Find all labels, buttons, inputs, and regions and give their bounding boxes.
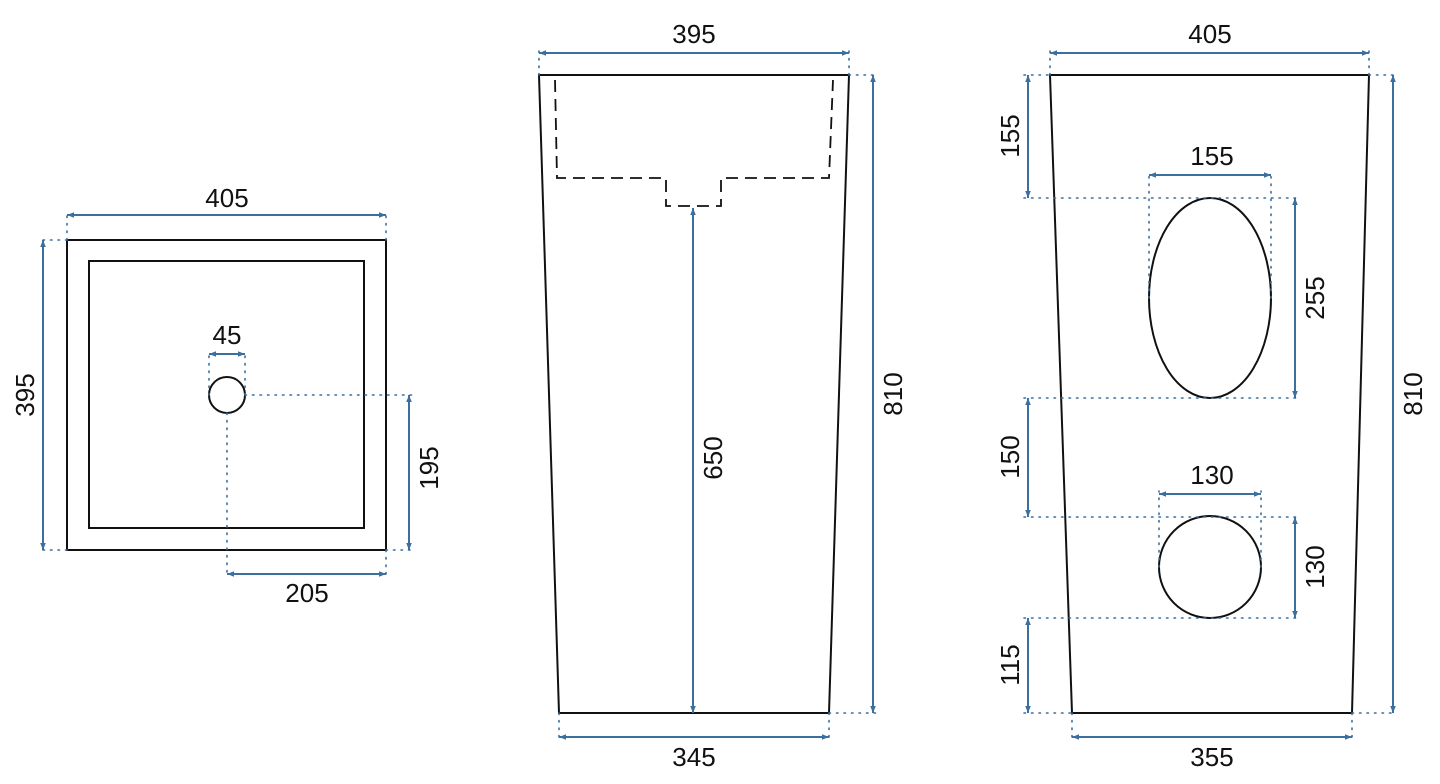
side-view: 395 810 650 345 [537,19,908,772]
oval-opening [1148,197,1272,399]
label-top-width: 405 [205,183,248,213]
label-drain-offset-x: 205 [285,578,328,608]
circular-opening [1158,515,1262,619]
label-side-bottom-width: 345 [672,742,715,772]
label-oval-height: 255 [1300,276,1330,319]
label-drain-offset-y: 195 [414,446,444,489]
label-back-height: 810 [1398,372,1428,415]
basin-hidden-contour [554,79,834,207]
basin-inner-outline [88,260,365,529]
label-back-bottom-width: 355 [1190,742,1233,772]
label-circle-to-bottom: 115 [995,644,1025,685]
label-back-top-width: 405 [1188,19,1231,49]
label-oval-to-circle: 150 [995,435,1025,478]
label-circle-height: 130 [1300,545,1330,588]
label-oval-width: 155 [1190,141,1233,171]
drain-hole [208,376,246,414]
top-view: 405 395 45 195 205 [10,183,444,608]
label-circle-width: 130 [1190,460,1233,490]
back-view: 405 810 355 155 150 115 155 255 130 130 [995,19,1428,772]
label-top-depth: 395 [10,373,40,416]
label-top-to-oval: 155 [995,114,1025,157]
label-drain-diameter: 45 [213,320,242,350]
label-side-height: 810 [878,372,908,415]
label-side-top-width: 395 [672,19,715,49]
label-inner-height: 650 [698,436,728,479]
